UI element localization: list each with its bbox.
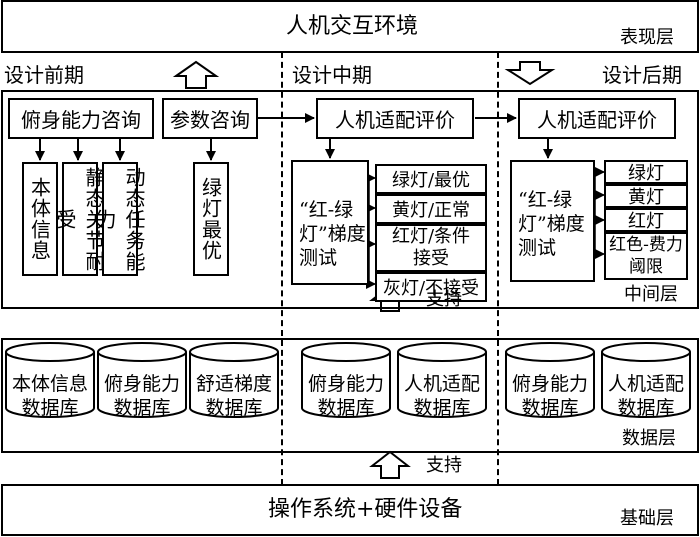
ontology-info-box: 本体信息 <box>22 162 58 276</box>
parameter-consult-text: 参数咨询 <box>170 108 250 132</box>
db-cylinder-1 <box>5 342 95 418</box>
posture-ability-consult-text: 俯身能力咨询 <box>21 108 141 132</box>
db-label-3: 舒适梯度数据库 <box>195 373 272 419</box>
base-layer-title: 操作系统+硬件设备 <box>268 497 463 522</box>
mid-test-box: “红-绿灯”梯度测试 <box>291 160 369 285</box>
middle-layer <box>1 90 699 309</box>
late-test-box: “红-绿灯”梯度测试 <box>510 160 595 282</box>
late-eval-box: 人机适配评价 <box>518 98 676 139</box>
phase-late-label: 设计后期 <box>602 63 682 87</box>
db-label-2: 俯身能力数据库 <box>103 373 180 419</box>
mid-eval-text: 人机适配评价 <box>335 108 455 132</box>
support-label-2: 支持 <box>426 455 462 476</box>
presentation-layer <box>1 0 699 53</box>
mid-eval-box: 人机适配评价 <box>316 98 474 139</box>
late-result-green: 绿灯 <box>604 160 688 184</box>
db-label-4: 俯身能力数据库 <box>307 373 384 419</box>
db-cylinder-3 <box>189 342 279 418</box>
down-arrow-late <box>504 61 556 86</box>
base-layer <box>1 484 699 536</box>
middle-layer-label: 中间层 <box>624 284 678 305</box>
dynamic-task-box: 动态任务能力 <box>93 162 146 276</box>
late-test-text: “红-绿灯”梯度测试 <box>518 189 585 259</box>
db-cylinder-2 <box>97 342 187 418</box>
ontology-info-text: 本体信息 <box>27 177 52 261</box>
divider-1 <box>281 52 283 485</box>
posture-ability-consult-box: 俯身能力咨询 <box>8 98 154 139</box>
phase-mid-label: 设计中期 <box>292 63 372 87</box>
late-result-red: 红灯 <box>604 208 688 232</box>
late-result-threshold: 红色-费力阈限 <box>604 232 688 280</box>
late-result-yellow: 黄灯 <box>604 184 688 208</box>
late-eval-text: 人机适配评价 <box>537 108 657 132</box>
base-layer-label: 基础层 <box>620 508 674 529</box>
db-cylinder-7 <box>601 342 691 418</box>
db-label-7: 人机适配数据库 <box>607 373 684 419</box>
mid-result-red: 红灯/条件接受 <box>375 224 487 272</box>
db-cylinder-6 <box>505 342 595 418</box>
presentation-layer-label: 表现层 <box>620 27 674 48</box>
green-optimal-text: 绿灯最优 <box>198 177 223 261</box>
phase-early-label: 设计前期 <box>4 63 84 87</box>
support-arrow-2 <box>369 450 411 479</box>
up-arrow-early <box>172 60 220 89</box>
db-label-6: 俯身能力数据库 <box>511 373 588 419</box>
green-optimal-box: 绿灯最优 <box>193 162 229 276</box>
db-cylinder-5 <box>397 342 487 418</box>
support-label-1: 支持 <box>426 289 462 310</box>
divider-2 <box>497 52 499 485</box>
mid-result-gray: 灰灯/不接受 <box>375 272 487 302</box>
mid-test-text: “红-绿灯”梯度测试 <box>299 199 366 269</box>
mid-result-yellow: 黄灯/正常 <box>375 194 487 224</box>
db-label-5: 人机适配数据库 <box>403 373 480 419</box>
static-joint-box: 静态关节耐受 <box>53 162 106 276</box>
db-label-1: 本体信息数据库 <box>11 373 88 419</box>
dynamic-task-text: 动态任务能力 <box>93 166 146 272</box>
data-layer <box>1 338 699 453</box>
mid-result-green: 绿灯/最优 <box>375 164 487 194</box>
db-cylinder-4 <box>301 342 391 418</box>
data-layer-label: 数据层 <box>622 428 676 449</box>
parameter-consult-box: 参数咨询 <box>162 98 258 139</box>
presentation-layer-title: 人机交互环境 <box>286 14 419 39</box>
